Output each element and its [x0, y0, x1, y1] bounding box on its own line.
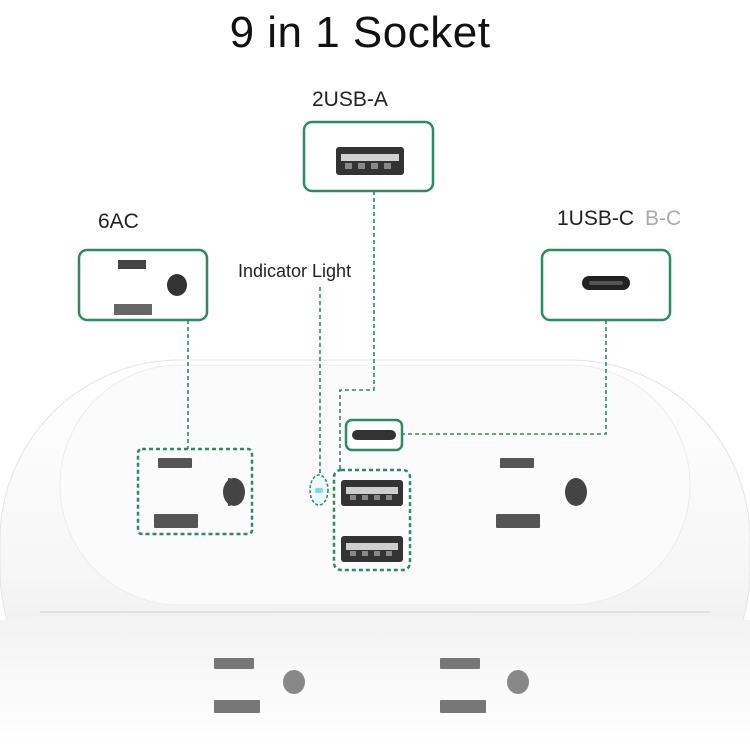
usb-a-port-icon: [341, 480, 403, 506]
usb-c-port-icon: [582, 276, 630, 290]
page-title: 9 in 1 Socket: [229, 8, 491, 57]
ac-outlet-icon: [496, 458, 587, 528]
ac-label: 6AC: [98, 210, 139, 233]
usb-a-port-group: [332, 468, 412, 572]
usb-c-label: 1USB-C: [557, 207, 635, 230]
ac-outlet-icon: [114, 260, 187, 315]
usb-a-port-icon: [341, 536, 403, 562]
usb-a-port-icon: [336, 147, 404, 175]
usb-c-callout: [540, 248, 672, 322]
leader-lines: [187, 191, 607, 475]
ac-outlet-icon: [154, 458, 245, 528]
ac-outlet-icon: [214, 658, 305, 713]
usb-a-label: 2USB-A: [312, 88, 388, 111]
ac-outlet-highlight: [136, 447, 254, 536]
ac-outlet-icon: [440, 658, 529, 713]
usb-a-callout: [302, 120, 435, 193]
indicator-light-icon: [309, 474, 329, 506]
ac-callout: [77, 248, 209, 322]
usb-c-faded-label: B-C: [645, 207, 682, 230]
usb-c-port-icon: [344, 418, 404, 452]
indicator-light-label: Indicator Light: [238, 261, 352, 281]
